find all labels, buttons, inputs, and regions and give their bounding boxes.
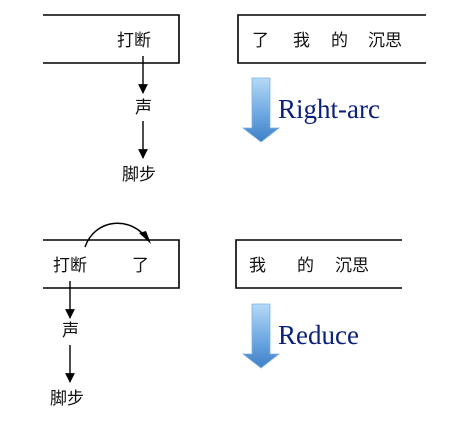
tree-grandchild: 脚步 [50,389,84,409]
buffer-word: 了 [252,31,269,51]
stack-box [43,14,180,64]
stack-word: 打断 [53,256,87,276]
buffer-word: 沉思 [368,31,402,51]
tree-child: 声 [135,98,152,118]
panel-2-buffer: 我 的 沉思 [235,239,402,289]
panel-2-stack: 打断 了 [43,222,180,289]
operation-label: Reduce [278,320,359,350]
panel-2-tree: 声 脚步 [50,281,84,409]
buffer-word: 我 [293,31,310,51]
stack-word: 了 [132,256,149,276]
down-arrow-icon [241,77,281,143]
tree-grandchild: 脚步 [122,165,156,185]
buffer-word: 的 [331,31,348,51]
stack-box [43,239,180,289]
panel-1-buffer: 了 我 的 沉思 [237,14,426,64]
buffer-box [235,239,402,289]
buffer-word: 我 [249,256,266,276]
dependency-arc [84,222,150,248]
panel-1-stack: 打断 [43,14,180,64]
buffer-box [237,14,426,64]
tree-child: 声 [62,321,79,341]
panel-1: 打断 了 我 的 沉思 声 脚步 Right-arc [43,14,426,185]
buffer-word: 沉思 [335,256,369,276]
panel-2-operation: Reduce [241,303,359,369]
operation-label: Right-arc [278,94,380,124]
arc-arrowhead-icon [139,231,151,244]
stack-word: 打断 [117,31,151,51]
down-arrow-icon [241,303,281,369]
panel-2: 打断 了 我 的 沉思 声 脚步 Reduce [43,222,402,409]
panel-1-operation: Right-arc [241,77,380,143]
panel-1-tree: 声 脚步 [122,56,156,185]
buffer-word: 的 [297,256,314,276]
